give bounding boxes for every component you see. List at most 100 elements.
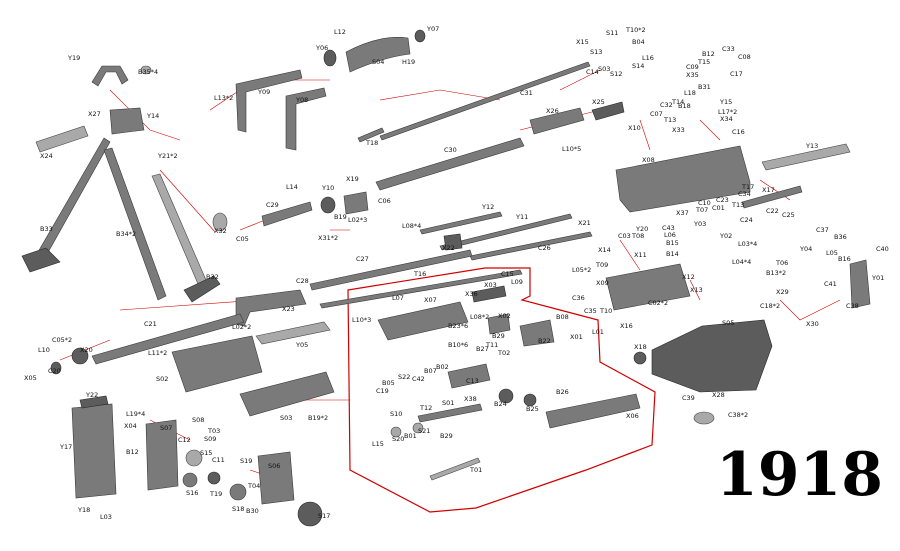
receiver-x07 [377, 301, 469, 341]
part-label-s08: S08 [192, 416, 204, 424]
part-label-l05: L05*2 [572, 266, 591, 274]
part-label-x37: X37 [676, 209, 689, 217]
bipod-sleeve [35, 125, 89, 153]
part-label-y22: Y22 [85, 391, 98, 399]
part-label-c39: C39 [682, 394, 695, 402]
part-label-b22: B22 [538, 337, 551, 345]
part-label-c09: C09 [686, 63, 699, 71]
part-label-s03: S03 [280, 414, 292, 422]
part-label-x30: X30 [806, 320, 819, 328]
part-label-y15: Y15 [719, 98, 732, 106]
part-label-y03: Y03 [693, 220, 706, 228]
part-label-c43: C43 [662, 224, 675, 232]
part-label-c28: C28 [296, 277, 309, 285]
bipod-leg-right [103, 147, 167, 301]
block-x22 [443, 233, 463, 251]
part-label-s07: S07 [160, 424, 172, 432]
part-label-s03b: S03 [598, 65, 610, 73]
part-label-c34: C34 [738, 190, 751, 198]
part-label-l19: L19*4 [126, 410, 145, 418]
part-label-c38: C38 [846, 302, 859, 310]
part-label-y18: Y18 [77, 506, 90, 514]
gear-s15 [185, 449, 203, 467]
part-label-b23: B23*6 [448, 322, 468, 330]
part-label-x22: X22 [442, 244, 455, 252]
part-label-x05: X05 [24, 374, 37, 382]
part-label-t16: T16 [413, 270, 426, 278]
gas-cylinder-x26 [529, 107, 585, 135]
part-label-x18: X18 [634, 343, 647, 351]
gas-rod-long [379, 61, 591, 141]
part-label-c40: C40 [876, 245, 889, 253]
bolt-group [377, 285, 641, 481]
part-label-s22: S22 [398, 373, 410, 381]
part-label-y06: Y06 [315, 44, 328, 52]
bipod-foot-right [183, 275, 221, 303]
rod-c27 [309, 249, 473, 291]
part-label-c03: C03 [618, 232, 631, 240]
magazine-y17 [71, 403, 117, 499]
part-label-s02: S02 [156, 375, 168, 383]
side-plate-s07 [145, 419, 179, 491]
sight-bracket-a [235, 69, 303, 133]
part-label-x08: X08 [642, 156, 655, 164]
frame-x23 [235, 289, 307, 327]
part-label-l17: L17*2 [718, 108, 737, 116]
part-label-c23: C23 [716, 196, 729, 204]
sub-assembly-outline [347, 267, 656, 513]
part-label-b25: B25 [526, 405, 539, 413]
part-label-b05: B05 [382, 379, 395, 387]
bipod-bracket [91, 65, 129, 87]
part-label-l05b: L05 [826, 249, 838, 257]
part-label-c36: C36 [572, 294, 585, 302]
part-label-b29a: B29 [492, 332, 505, 340]
part-label-x32: X32 [214, 227, 227, 235]
part-label-x03: X03 [484, 281, 497, 289]
part-label-l11: L11*2 [148, 349, 167, 357]
part-label-b27: B27 [476, 345, 489, 353]
part-label-t06: T06 [775, 259, 788, 267]
cylinder-x03 [471, 285, 507, 303]
swivel-x28 [693, 411, 715, 425]
part-label-c32: C32 [660, 101, 673, 109]
part-label-x13: X13 [690, 286, 703, 294]
part-label-x06: X06 [626, 412, 639, 420]
part-label-c41: C41 [824, 280, 837, 288]
part-label-c29: C29 [266, 201, 279, 209]
part-label-b04: B04 [632, 38, 645, 46]
part-label-l02a: L02*3 [348, 216, 367, 224]
part-label-s18: S18 [232, 505, 244, 513]
part-label-x17: X17 [762, 186, 775, 194]
cylinder-b22 [519, 319, 555, 347]
handguard-s02 [171, 335, 263, 393]
part-label-b13: B13*2 [766, 269, 786, 277]
part-label-l10b: L10 [38, 346, 50, 354]
housing-x11 [605, 263, 691, 311]
part-label-x24: X24 [40, 152, 53, 160]
part-label-b01: B01 [404, 432, 417, 440]
plate-s06 [257, 451, 295, 505]
part-label-x02: X02 [498, 312, 511, 320]
part-label-l13: L13*2 [214, 94, 233, 102]
muzzle-x20 [71, 347, 89, 365]
part-label-x16: X16 [620, 322, 633, 330]
part-label-s21: S21 [418, 427, 430, 435]
part-label-x27: X27 [88, 110, 101, 118]
part-label-x20: X20 [80, 346, 93, 354]
nut-x18 [633, 351, 647, 365]
part-label-c26: C26 [538, 244, 551, 252]
part-label-y10: Y10 [321, 184, 334, 192]
part-label-l18: L18 [684, 89, 696, 97]
part-label-t04: T04 [247, 482, 260, 490]
part-label-y04: Y04 [799, 245, 812, 253]
part-label-b19b: B19*2 [308, 414, 328, 422]
part-label-b35: B35*4 [138, 68, 158, 76]
part-label-y14: Y14 [146, 112, 159, 120]
part-label-c33: C33 [722, 45, 735, 53]
part-label-l03a: L03 [100, 513, 112, 521]
part-label-t02: T02 [497, 349, 510, 357]
part-label-s16: S16 [186, 489, 198, 497]
part-label-x29: X29 [776, 288, 789, 296]
part-label-x28: X28 [712, 391, 725, 399]
